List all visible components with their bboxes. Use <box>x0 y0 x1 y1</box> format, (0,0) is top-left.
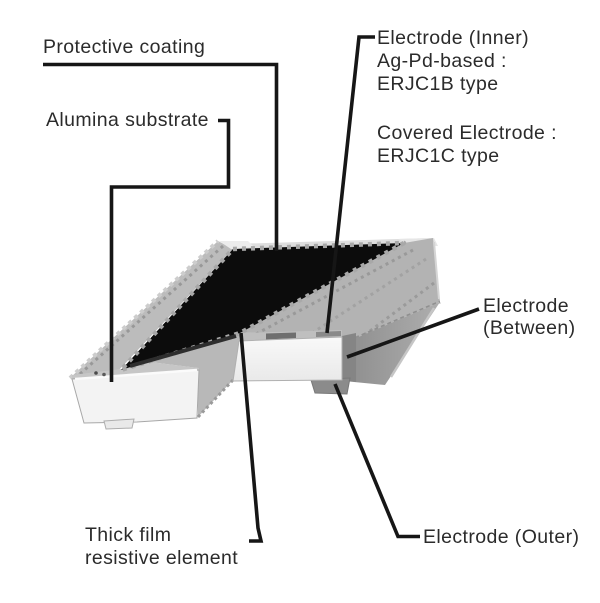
leader-lines <box>43 35 480 543</box>
label-electrode-outer: Electrode (Outer) <box>423 526 580 548</box>
label-electrode-inner-line1: Electrode (Inner) <box>377 27 530 49</box>
rim-serration <box>68 239 220 380</box>
label-protective-coating: Protective coating <box>43 36 206 58</box>
leader-electrode-inner <box>325 35 375 334</box>
leader-electrode-outer <box>333 383 420 539</box>
label-electrode-inner-line2: Ag-Pd-based : <box>377 50 507 72</box>
marking-dot <box>94 371 98 375</box>
face-highlight <box>74 368 198 381</box>
end-face-highlight <box>389 307 436 378</box>
label-electrode-inner-line3: ERJC1B type <box>377 73 499 95</box>
marking-dot <box>102 372 106 377</box>
label-covered-electrode-line1: Covered Electrode : <box>377 122 557 144</box>
leader-protective-coating <box>43 62 279 251</box>
coating-sheen <box>129 334 237 368</box>
label-thick-film-line1: Thick film <box>85 524 172 546</box>
leader-thick-film <box>239 332 264 543</box>
label-alumina-substrate: Alumina substrate <box>46 109 209 131</box>
label-electrode-between: Electrode (Between) <box>483 295 576 339</box>
label-electrode-between-line2: (Between) <box>483 316 576 339</box>
label-thick-film-line2: resistive element <box>85 547 239 569</box>
label-electrode-between-line1: Electrode <box>483 295 569 317</box>
cut-step-face <box>150 333 240 417</box>
label-thick-film: Thick film resistive element <box>85 524 238 570</box>
step-serration <box>196 378 235 419</box>
leader-electrode-between <box>346 307 480 359</box>
right-end-face <box>344 302 440 385</box>
covered-electrode-bevel <box>240 238 440 341</box>
label-covered-electrode: Covered Electrode : ERJC1C type <box>377 122 557 168</box>
label-electrode-inner: Electrode (Inner) Ag-Pd-based : ERJC1B t… <box>377 27 529 96</box>
inner-electrode-edge <box>316 331 341 337</box>
left-end-foot <box>103 418 135 430</box>
resistive-layer-edge <box>266 332 296 340</box>
cut-section-face <box>232 336 343 382</box>
label-covered-electrode-line2: ERJC1C type <box>377 145 500 167</box>
leader-alumina-substrate <box>109 118 231 382</box>
